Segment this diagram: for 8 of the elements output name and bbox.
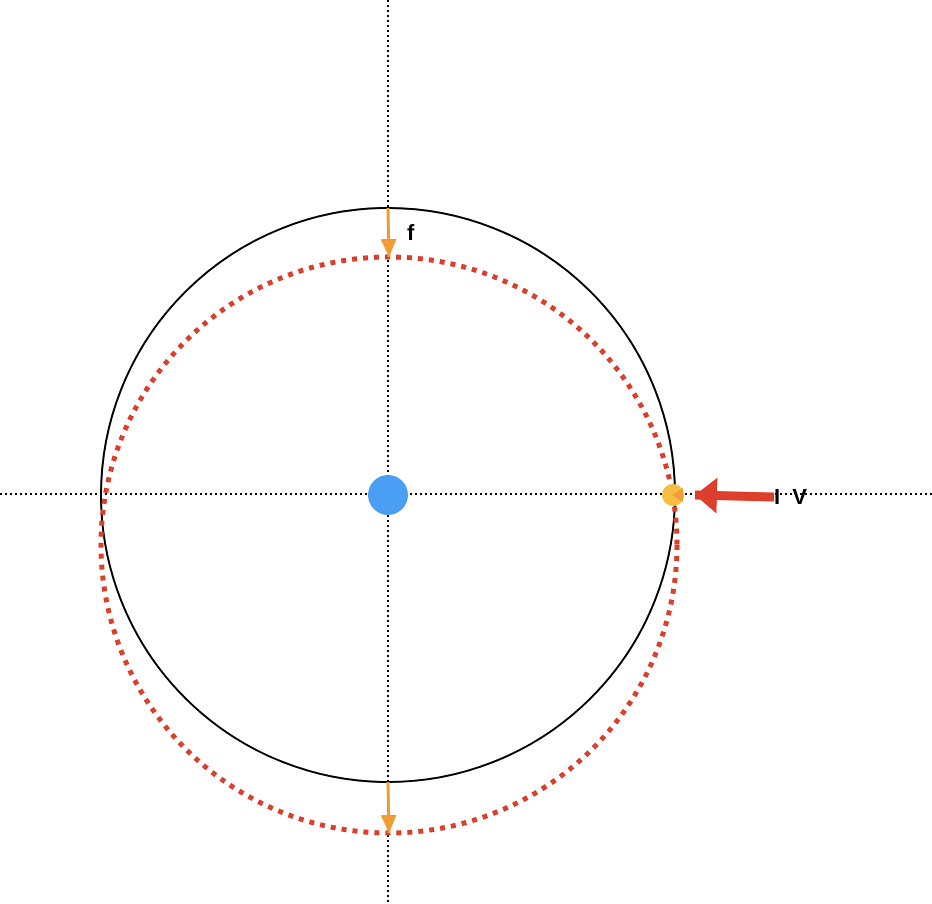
arrow bbox=[380, 782, 397, 834]
orbit-circle bbox=[100, 207, 676, 783]
satellite-dot bbox=[662, 484, 684, 506]
arrow bbox=[380, 208, 397, 258]
arrow bbox=[694, 478, 774, 514]
central-body bbox=[368, 475, 408, 515]
force-label: f bbox=[407, 222, 414, 244]
dashed-orbit-circle bbox=[98, 254, 680, 836]
